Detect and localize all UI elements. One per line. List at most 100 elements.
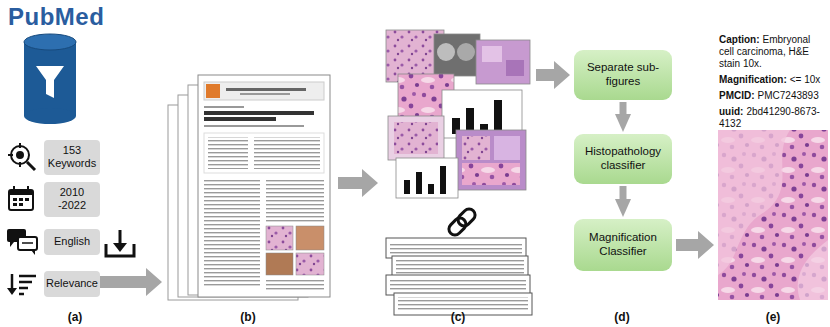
paper-stack (206, 84, 220, 98)
sort-icon (19, 287, 28, 290)
paper-stack (240, 93, 290, 95)
field-key: Caption: (719, 34, 760, 45)
keyword-icon (17, 152, 23, 158)
figure-collage (434, 34, 480, 76)
sort-icon (19, 281, 32, 284)
process-box: Magnification Classifier (574, 219, 672, 271)
figure-collage (494, 136, 520, 160)
box-text: 153 Keywords (47, 144, 97, 170)
calendar-icon (13, 186, 15, 192)
caption-snippets (386, 238, 526, 258)
filter-box: English (44, 229, 100, 255)
box-text: Histopathology classifier (579, 145, 667, 173)
caption-snippets (398, 297, 528, 311)
paper-stack (168, 75, 330, 300)
paper-stack (204, 133, 324, 173)
paper-stack (296, 226, 324, 250)
panel-label: (d) (614, 310, 629, 324)
sort-icon (7, 274, 36, 295)
figure-collage (416, 172, 422, 194)
calendar-icon (9, 186, 33, 210)
download-icon (113, 243, 127, 252)
figure-collage (506, 60, 524, 76)
histology-image (718, 130, 790, 275)
database-icon (24, 34, 76, 124)
figure-collage (476, 40, 530, 84)
language-icon (22, 242, 33, 244)
paper-stack (266, 180, 324, 222)
calendar-icon (9, 190, 33, 195)
box-text: Magnification Classifier (579, 231, 667, 259)
figure-collage (388, 116, 444, 160)
logo-text: PubMed (8, 3, 104, 31)
download-icon (106, 230, 134, 256)
figure-collage (440, 166, 446, 194)
process-box: Histopathology classifier (574, 134, 672, 184)
language-icon (18, 237, 37, 250)
box-text: 2010 -2022 (47, 186, 97, 212)
paper-stack (204, 117, 276, 121)
field-key: uuid: (719, 106, 743, 117)
link-icon (446, 206, 477, 237)
database-icon (24, 108, 76, 124)
calendar-icon (25, 198, 29, 201)
field-value: <= 10x (790, 74, 821, 85)
metadata-row: uuid:2bd41290-8673-4132 (719, 106, 827, 130)
caption-snippets (396, 260, 524, 274)
paper-stack (204, 180, 260, 288)
paper-stack (226, 88, 306, 91)
flow-arrow (620, 186, 627, 199)
paper-stack (266, 279, 324, 291)
paper-stack (266, 226, 293, 250)
caption-snippets (390, 242, 522, 255)
flow-arrow (676, 231, 714, 259)
flow-arrow (536, 61, 570, 89)
keyword-icon (19, 162, 21, 167)
paper-stack (204, 111, 314, 115)
filter-box: 153 Keywords (44, 140, 100, 175)
calendar-icon (19, 203, 23, 206)
sort-icon (19, 293, 24, 296)
metadata-row: Magnification:<= 10x (719, 74, 827, 86)
field-key: PMCID: (719, 90, 755, 101)
keyword-icon (8, 143, 35, 170)
histology-image (718, 130, 828, 300)
flow-arrow (620, 102, 627, 114)
caption-snippets (390, 279, 526, 292)
language-icon (31, 250, 35, 255)
caption-snippets (392, 256, 528, 277)
calendar-icon (9, 190, 33, 210)
paper-stack (204, 106, 244, 108)
calendar-icon (19, 198, 23, 201)
keyword-icon (27, 162, 35, 170)
paper-stack (296, 253, 324, 275)
paper-stack (254, 137, 320, 169)
calendar-icon (27, 186, 29, 192)
flow-arrow (100, 268, 162, 296)
field-value: PMC7243893 (758, 90, 819, 101)
box-text: English (54, 235, 90, 248)
box-text: Separate sub-figures (579, 61, 667, 89)
panel-label: (a) (68, 310, 83, 324)
database-icon (24, 34, 76, 50)
calendar-icon (13, 203, 17, 206)
process-box: Separate sub-figures (574, 50, 672, 100)
keyword-icon (8, 154, 13, 156)
figure-collage (394, 122, 438, 154)
sort-icon (19, 275, 36, 278)
figure-collage (396, 158, 458, 198)
field-key: Magnification: (719, 74, 787, 85)
paper-stack (208, 137, 248, 169)
paper-stack (198, 75, 330, 297)
metadata-block: Caption:Embryonal cell carcinoma, H&E st… (719, 34, 827, 134)
box-text: Relevance (46, 277, 98, 290)
figure-collage (462, 163, 520, 185)
filter-box: 2010 -2022 (44, 182, 100, 217)
figure-collage (494, 100, 502, 134)
figure-collage (386, 30, 530, 198)
figure-collage (437, 43, 455, 61)
language-icon (7, 229, 37, 255)
figure-collage (482, 46, 502, 62)
